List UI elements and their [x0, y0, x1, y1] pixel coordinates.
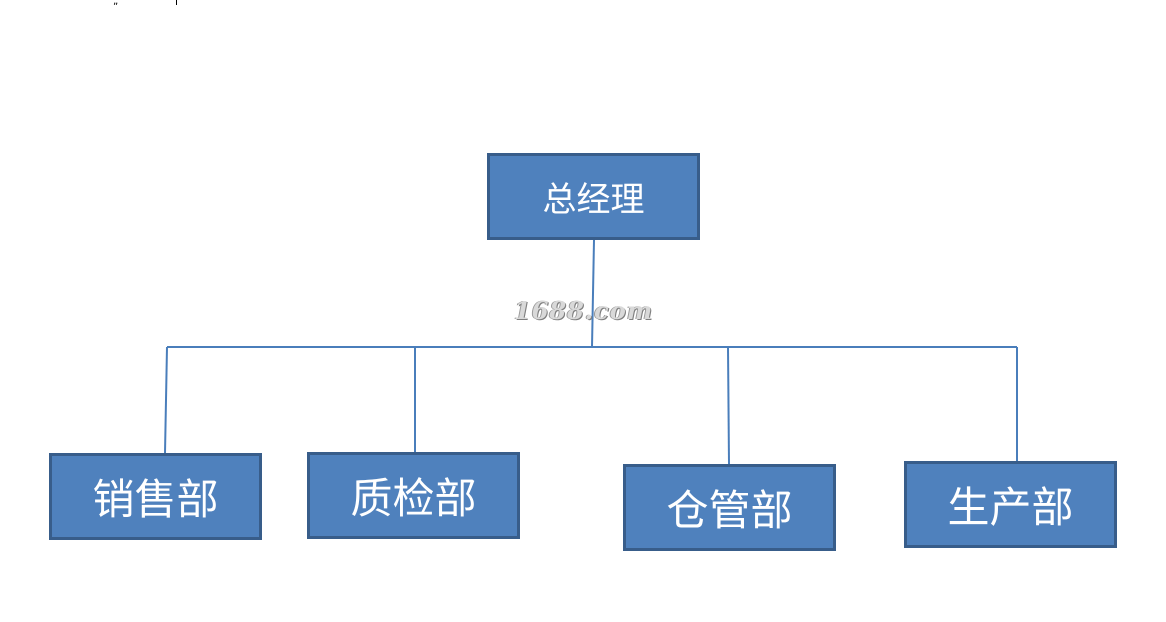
quality-department-label: 质检部	[350, 474, 477, 523]
sales-department-label: 销售部	[92, 475, 219, 524]
top-edge-mark: „	[113, 0, 119, 7]
connector-to-warehouse	[727, 346, 730, 465]
watermark-text: 1688.com	[514, 296, 654, 325]
connector-to-sales	[164, 346, 168, 454]
warehouse-department-label: 仓管部	[666, 486, 793, 535]
root-connector	[591, 239, 595, 348]
text-cursor	[176, 0, 177, 5]
production-department-label: 生产部	[947, 483, 1074, 532]
sales-department-box: 销售部	[49, 453, 262, 540]
production-department-box: 生产部	[904, 461, 1117, 548]
warehouse-department-box: 仓管部	[623, 464, 836, 551]
quality-department-box: 质检部	[307, 452, 520, 539]
general-manager-label: 总经理	[542, 180, 645, 220]
general-manager-box: 总经理	[487, 153, 700, 240]
